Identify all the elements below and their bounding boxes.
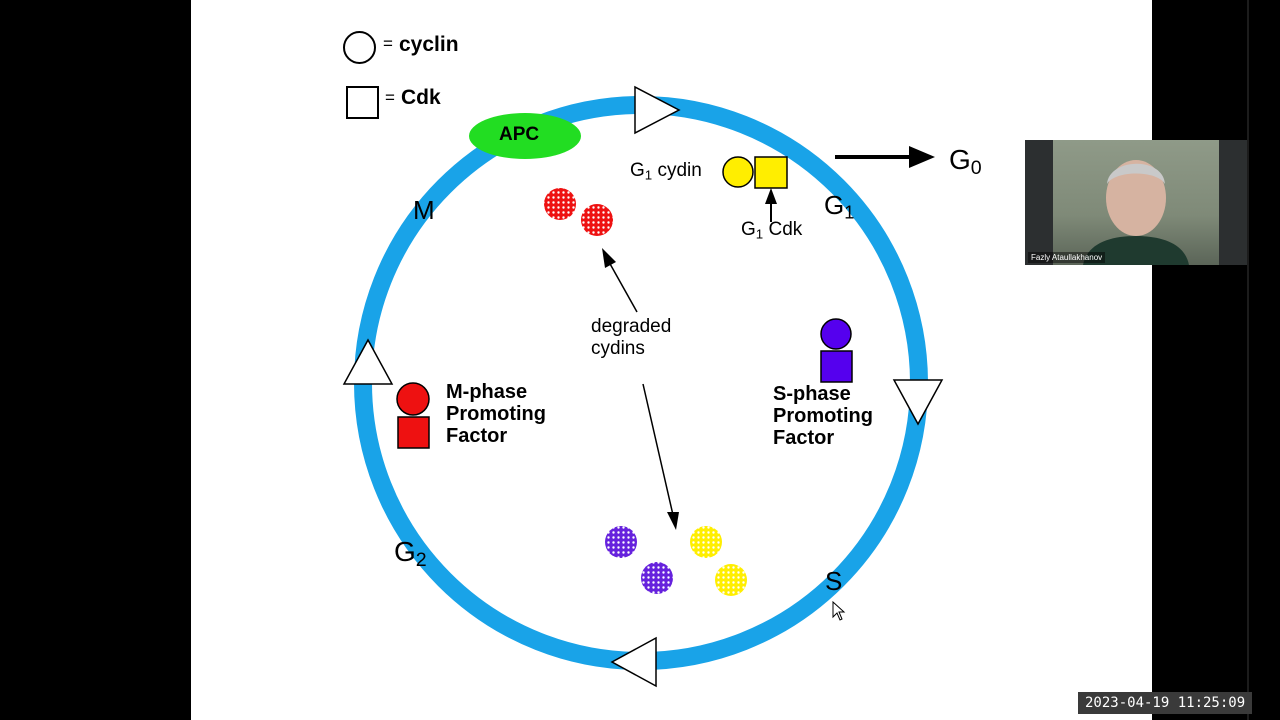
phase-g1-sub: 1 bbox=[844, 202, 855, 223]
g1-cdk-word: Cdk bbox=[768, 219, 803, 240]
legend-cdk-equals: = bbox=[385, 88, 395, 107]
apc-label: APC bbox=[499, 124, 540, 145]
legend-cyclin-label: cyclin bbox=[399, 33, 459, 56]
phase-g2-sub: 2 bbox=[415, 548, 427, 571]
participant-name-label: Fazly Ataullakhanov bbox=[1028, 252, 1106, 263]
spf-label: S-phase Promoting Factor bbox=[773, 383, 873, 449]
spf-line2: Promoting bbox=[773, 405, 873, 427]
g1-cyclin-circle bbox=[722, 156, 754, 188]
participant-video-tile[interactable]: Fazly Ataullakhanov bbox=[1025, 140, 1247, 265]
phase-g1-label: G1 bbox=[824, 190, 854, 224]
legend-cdk-label: Cdk bbox=[401, 86, 441, 109]
slide: = cyclin = Cdk APC M G1 G0 G2 S G1 cydin… bbox=[191, 0, 1152, 720]
phase-s-label: S bbox=[825, 566, 843, 596]
phase-g2-label: G2 bbox=[394, 536, 427, 572]
degraded-cyclins-label: degraded cydins bbox=[591, 316, 671, 360]
apc-ellipse bbox=[469, 113, 581, 159]
g1-cdk-letter: G bbox=[741, 219, 756, 240]
phase-g0-label: G0 bbox=[949, 144, 982, 180]
degraded-yellow-blob bbox=[690, 526, 722, 558]
arrow-left-triangle bbox=[342, 338, 394, 385]
degraded-yellow-blob bbox=[715, 564, 747, 596]
degraded-up-arrow-line bbox=[608, 261, 638, 313]
spf-line1: S-phase bbox=[773, 383, 851, 405]
degraded-down-arrow-head bbox=[667, 512, 679, 530]
legend-cyclin-circle-icon bbox=[343, 31, 376, 64]
degraded-red-blob bbox=[544, 188, 576, 220]
right-divider bbox=[1247, 0, 1249, 720]
degraded-purple-blob bbox=[605, 526, 637, 558]
mpf-line1: M-phase bbox=[446, 381, 528, 403]
arrow-right-triangle bbox=[892, 379, 944, 426]
spf-cdk-square bbox=[820, 350, 853, 383]
participant-video-feed bbox=[1053, 140, 1219, 265]
g1-cyclin-word: cydin bbox=[657, 160, 702, 181]
g0-arrow-head bbox=[909, 146, 935, 168]
legend-cdk-square-icon bbox=[346, 86, 379, 119]
mpf-label: M-phase Promoting Factor bbox=[446, 381, 546, 447]
degraded-up-arrow-head bbox=[602, 248, 616, 268]
mpf-line2: Promoting bbox=[446, 403, 546, 425]
legend-cyclin-equals: = bbox=[383, 34, 393, 53]
spf-cyclin-circle bbox=[820, 318, 852, 350]
g1-cyclin-label: G1 cydin bbox=[630, 160, 702, 182]
g1-cdk-square bbox=[754, 156, 788, 189]
g1-cdk-sub: 1 bbox=[755, 226, 764, 242]
degraded-line2: cydins bbox=[591, 338, 645, 359]
degraded-red-blob bbox=[581, 204, 613, 236]
g1-cyclin-sub: 1 bbox=[644, 167, 653, 183]
phase-m-label: M bbox=[413, 195, 435, 225]
phase-g0-sub: 0 bbox=[970, 156, 982, 179]
phase-g1-letter: G bbox=[824, 190, 845, 220]
mpf-line3: Factor bbox=[446, 425, 508, 447]
g1-cdk-label: G1 Cdk bbox=[741, 219, 802, 241]
phase-g2-letter: G bbox=[394, 536, 416, 567]
recording-timestamp: 2023-04-19 11:25:09 bbox=[1078, 692, 1253, 714]
degraded-purple-blob bbox=[641, 562, 673, 594]
phase-g0-letter: G bbox=[949, 144, 971, 175]
cell-cycle-diagram bbox=[342, 85, 944, 688]
mpf-cyclin-circle bbox=[396, 382, 430, 416]
participant-silhouette bbox=[1083, 160, 1189, 265]
degraded-down-arrow-line bbox=[642, 383, 674, 516]
g1-cdk-pointer-head bbox=[765, 188, 777, 204]
arrow-bottom-triangle bbox=[610, 636, 657, 688]
mouse-cursor-icon bbox=[832, 601, 846, 621]
mpf-cdk-square bbox=[397, 416, 430, 449]
degraded-line1: degraded bbox=[591, 316, 672, 337]
g1-cyclin-letter: G bbox=[630, 160, 645, 181]
arrow-top-triangle bbox=[634, 85, 681, 135]
spf-line3: Factor bbox=[773, 427, 835, 449]
